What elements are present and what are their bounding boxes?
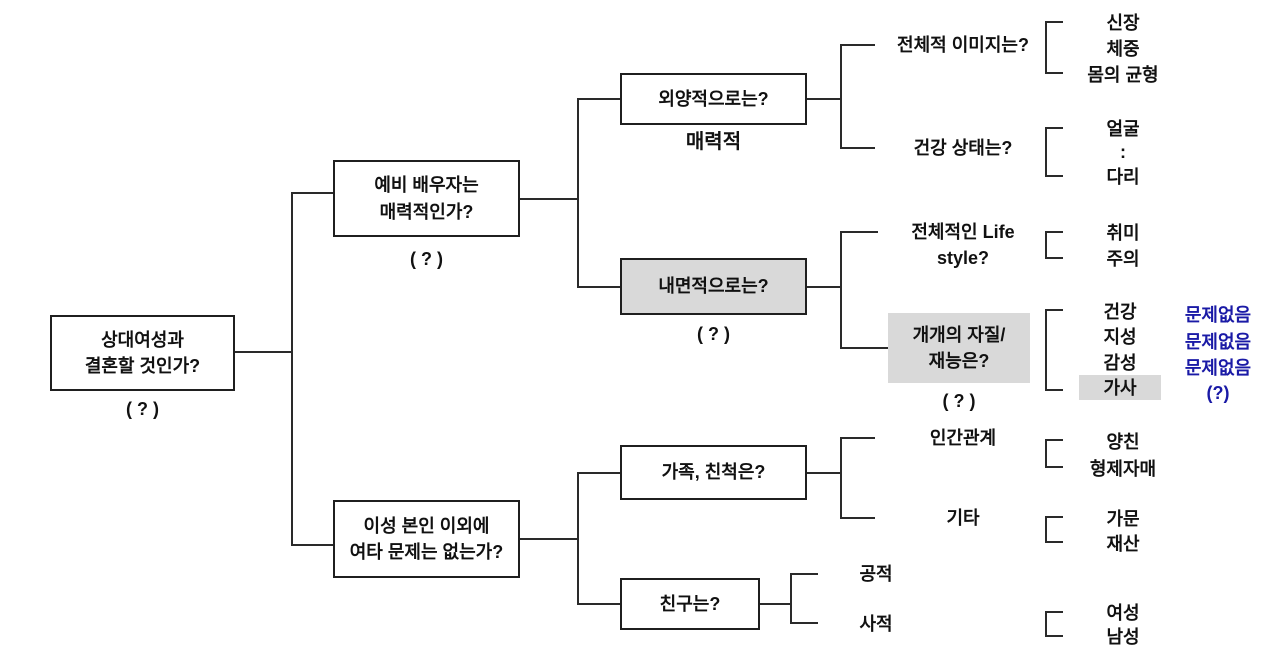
connector-line bbox=[842, 517, 875, 519]
connector-line bbox=[760, 603, 790, 605]
connector-line bbox=[792, 622, 818, 624]
connector-line bbox=[579, 472, 620, 474]
bracket bbox=[1045, 516, 1063, 543]
item-hobby: 취미 bbox=[1106, 223, 1140, 243]
qualities-notes: 문제없음 문제없음 문제없음 (?) bbox=[1160, 301, 1276, 407]
note-unknown: (?) bbox=[1206, 383, 1230, 404]
connector-line bbox=[840, 44, 842, 149]
bracket bbox=[1045, 611, 1063, 637]
item-property: 재산 bbox=[1106, 533, 1140, 554]
connector-line bbox=[840, 231, 842, 349]
connector-line bbox=[807, 472, 840, 474]
connector-line bbox=[842, 147, 875, 149]
connector-line bbox=[790, 573, 792, 624]
connector-line bbox=[842, 231, 878, 233]
node-qualities-question: 개개의 자질/ 재능은? bbox=[888, 313, 1030, 383]
item-ellipsis: : bbox=[1120, 141, 1126, 162]
bracket bbox=[1045, 309, 1063, 391]
connector-line bbox=[579, 98, 620, 100]
node-appearance-status: 매력적 bbox=[685, 131, 742, 153]
bracket bbox=[1045, 439, 1063, 468]
connector-line bbox=[792, 573, 818, 575]
overall-image-items: 신장 체중 몸의 균형 bbox=[1068, 9, 1178, 87]
node-family-question: 가족, 친척은? bbox=[620, 445, 807, 500]
node-inner-question: 내면적으로는? bbox=[620, 258, 807, 315]
private-items: 여성 남성 bbox=[1068, 600, 1178, 648]
connector-line bbox=[577, 472, 579, 605]
node-health-question: 건강 상태는? bbox=[913, 138, 1013, 158]
node-inner-status: ( ? ) bbox=[697, 324, 730, 344]
node-marry-question: 상대여성과 결혼할 것인가? bbox=[50, 315, 235, 391]
item-parents: 양친 bbox=[1106, 431, 1140, 452]
node-private-label: 사적 bbox=[859, 614, 893, 634]
item-face: 얼굴 bbox=[1106, 119, 1140, 139]
node-attractive-question: 예비 배우자는 매력적인가? bbox=[333, 160, 520, 237]
item-sensibility: 감성 bbox=[1103, 352, 1137, 373]
item-health: 건강 bbox=[1103, 301, 1137, 322]
connector-line bbox=[235, 351, 291, 353]
connector-line bbox=[579, 603, 620, 605]
connector-line bbox=[293, 544, 333, 546]
connector-line bbox=[520, 538, 577, 540]
node-friends-question: 친구는? bbox=[620, 578, 760, 630]
connector-line bbox=[293, 192, 333, 194]
connector-line bbox=[520, 198, 577, 200]
item-body-balance: 몸의 균형 bbox=[1087, 65, 1159, 85]
item-siblings: 형제자매 bbox=[1089, 458, 1157, 479]
connector-line bbox=[840, 437, 842, 519]
item-weight: 체중 bbox=[1106, 39, 1140, 59]
note-no-problem: 문제없음 bbox=[1184, 331, 1252, 352]
item-female: 여성 bbox=[1106, 603, 1140, 623]
connector-line bbox=[807, 286, 840, 288]
item-height: 신장 bbox=[1106, 13, 1140, 33]
node-public-label: 공적 bbox=[859, 564, 893, 584]
connector-line bbox=[577, 98, 579, 288]
item-family-name: 가문 bbox=[1106, 508, 1140, 529]
item-male: 남성 bbox=[1106, 627, 1140, 647]
node-other-issues-question: 이성 본인 이외에 여타 문제는 없는가? bbox=[333, 500, 520, 578]
item-intellect: 지성 bbox=[1103, 327, 1137, 348]
lifestyle-items: 취미 주의 bbox=[1068, 219, 1178, 271]
item-principles: 주의 bbox=[1106, 249, 1140, 269]
note-no-problem: 문제없음 bbox=[1184, 358, 1252, 379]
node-etc-label: 기타 bbox=[946, 508, 980, 528]
connector-line bbox=[291, 192, 293, 546]
qualities-items: 건강 지성 감성 가사 bbox=[1079, 298, 1161, 400]
node-overall-image-question: 전체적 이미지는? bbox=[897, 35, 1029, 55]
bracket bbox=[1045, 21, 1063, 74]
note-no-problem: 문제없음 bbox=[1184, 305, 1252, 326]
node-appearance-question: 외양적으로는? bbox=[620, 73, 807, 125]
connector-line bbox=[842, 347, 888, 349]
item-housework: 가사 bbox=[1079, 374, 1161, 400]
item-legs: 다리 bbox=[1106, 167, 1140, 187]
node-qualities-status: ( ? ) bbox=[942, 391, 976, 411]
node-marry-status: ( ? ) bbox=[126, 399, 159, 419]
bracket bbox=[1045, 231, 1063, 259]
connector-line bbox=[842, 437, 875, 439]
node-relations-label: 인간관계 bbox=[929, 428, 997, 448]
connector-line bbox=[579, 286, 620, 288]
connector-line bbox=[807, 98, 840, 100]
connector-line bbox=[842, 44, 875, 46]
etc-items: 가문 재산 bbox=[1068, 505, 1178, 555]
health-items: 얼굴 : 다리 bbox=[1068, 116, 1178, 188]
relations-items: 양친 형제자매 bbox=[1068, 427, 1178, 481]
node-attractive-status: ( ? ) bbox=[410, 249, 443, 269]
bracket bbox=[1045, 127, 1063, 177]
node-lifestyle-question: 전체적인 Life style? bbox=[911, 222, 1015, 268]
